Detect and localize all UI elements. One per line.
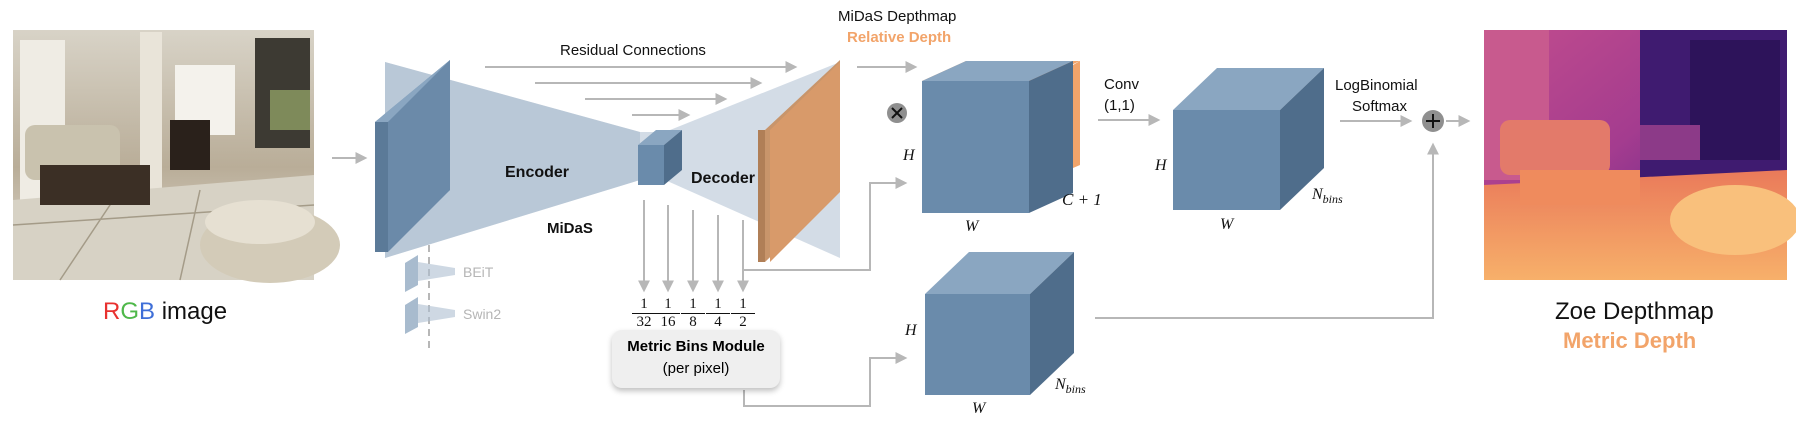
plus-icon bbox=[1422, 110, 1444, 132]
feature-taps bbox=[638, 200, 749, 293]
zoe-depthmap-image bbox=[1484, 30, 1796, 280]
zoe-depthmap-title: Zoe Depthmap bbox=[1555, 298, 1714, 325]
rgb-image-caption: RGB image bbox=[103, 298, 228, 325]
cube3-width-label: W bbox=[972, 400, 986, 417]
metric-bins-subtitle: (per pixel) bbox=[662, 360, 730, 377]
midas-network bbox=[375, 60, 840, 350]
cube-n-bins-bottom bbox=[925, 252, 1074, 395]
multiply-icon bbox=[887, 103, 907, 123]
cube2-width-label: W bbox=[1220, 216, 1234, 233]
cube1-height-label: H bbox=[903, 147, 915, 164]
beit-label: BEiT bbox=[463, 264, 494, 280]
metric-bins-title: Metric Bins Module bbox=[627, 338, 765, 355]
metric-depth-label: Metric Depth bbox=[1563, 328, 1697, 353]
softmax-label: Softmax bbox=[1352, 98, 1408, 115]
conv-kernel-label: (1,1) bbox=[1104, 97, 1135, 114]
relative-depth-label: Relative Depth bbox=[847, 29, 952, 46]
cube1-width-label: W bbox=[965, 218, 979, 235]
cube-c-plus-1 bbox=[922, 61, 1080, 213]
midas-label: MiDaS bbox=[547, 220, 593, 237]
conv-label: Conv bbox=[1104, 76, 1140, 93]
residual-connections-label: Residual Connections bbox=[560, 42, 706, 59]
cube3-height-label: H bbox=[905, 322, 917, 339]
rgb-image bbox=[12, 30, 340, 283]
cube2-bins-label: Nbins bbox=[1312, 186, 1343, 207]
midas-depthmap-title: MiDaS Depthmap bbox=[838, 8, 957, 25]
decoder-label: Decoder bbox=[691, 170, 756, 187]
encoder-label: Encoder bbox=[505, 164, 570, 181]
beit-icon bbox=[405, 255, 455, 292]
swin2-label: Swin2 bbox=[463, 306, 502, 322]
logbinomial-label: LogBinomial bbox=[1335, 77, 1418, 94]
cube-n-bins-top bbox=[1173, 68, 1324, 210]
cube3-bins-label: Nbins bbox=[1055, 376, 1086, 397]
cube2-height-label: H bbox=[1155, 157, 1167, 174]
cube1-channels-label: C + 1 bbox=[1062, 190, 1102, 209]
metric-bins-module: Metric Bins Module (per pixel) bbox=[612, 330, 780, 388]
swin2-icon bbox=[405, 297, 455, 334]
